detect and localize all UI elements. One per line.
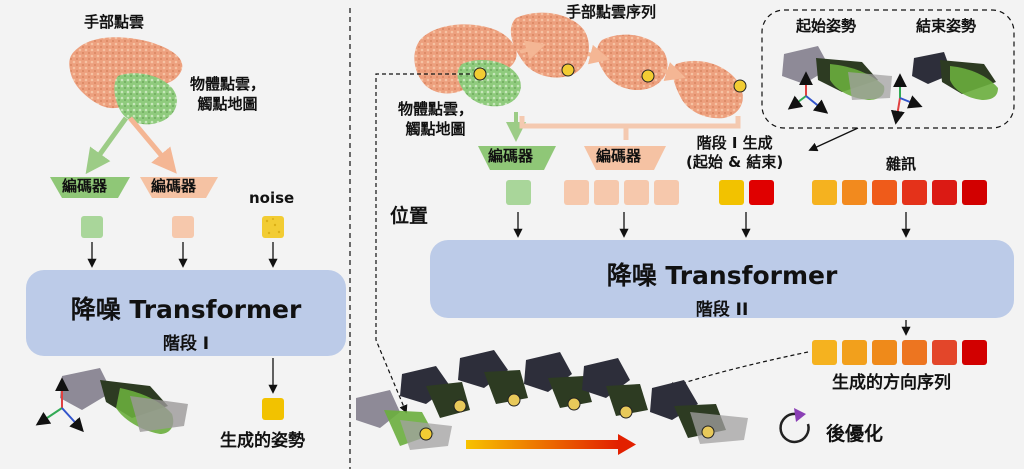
- encoder-shape-right: [140, 177, 218, 198]
- end-pose-hand: [912, 52, 998, 100]
- post-optimization-label: 後優化: [826, 423, 884, 445]
- noise-token-4: [902, 180, 927, 205]
- generated-pose-label: 生成的姿勢: [220, 431, 305, 451]
- left-object-cloud-label: 物體點雲， 觸點地圖: [190, 75, 266, 114]
- noise-token-1: [812, 180, 837, 205]
- trajectory-gradient-arrow: [466, 440, 618, 449]
- transformer-stage-2-sub: 階段 II: [695, 300, 749, 320]
- stage1-generation-label: 階段 I 生成 (起始 & 結束): [686, 134, 784, 171]
- arrow-hand-to-encoder: [128, 116, 177, 174]
- left-robot-hand: [60, 368, 188, 434]
- transformer-stage-2-title: 降噪 Transformer: [606, 261, 838, 290]
- end-token: [749, 180, 774, 205]
- transformer-stage-1: 降噪 Transformer 階段 I: [26, 270, 346, 356]
- noise-label-right: 雜訊: [886, 155, 917, 173]
- hand-sequence-cloud-2: [596, 34, 668, 91]
- noise-token-5: [932, 180, 957, 205]
- generated-pose-token: [262, 398, 284, 420]
- left-hand-cloud-label: 手部點雲: [84, 13, 145, 31]
- generated-orientation-sequence-label: 生成的方向序列: [832, 373, 951, 393]
- start-pose-label: 起始姿勢: [796, 17, 857, 35]
- right-encoder-label-2: 編碼器: [596, 147, 642, 165]
- encoder-shape-right-panel-1: [478, 146, 556, 170]
- left-hand-point-cloud: [69, 37, 183, 125]
- hand-sequence-cloud-3: [673, 60, 747, 119]
- noise-token-6: [962, 180, 987, 205]
- encoder-shape-right-panel-2: [584, 146, 666, 170]
- position-label: 位置: [390, 205, 429, 227]
- object-token-right: [506, 180, 531, 205]
- encoder-shape-left: [50, 177, 130, 198]
- hand-token: [172, 216, 194, 238]
- left-encoder-label-2: 編碼器: [151, 177, 197, 195]
- trajectory-hands: [356, 350, 748, 450]
- transformer-stage-1-sub: 階段 I: [162, 334, 210, 354]
- hand-sequence-label: 手部點雲序列: [566, 3, 657, 21]
- start-pose-hand: [782, 46, 892, 100]
- position-dashed-arrow: [375, 73, 470, 414]
- pose-box: [761, 9, 1015, 129]
- transformer-stage-1-title: 降噪 Transformer: [70, 295, 302, 324]
- arrow-object-to-encoder: [85, 116, 129, 175]
- end-pose-label: 結束姿勢: [916, 17, 977, 35]
- noise-token-2: [842, 180, 867, 205]
- start-token: [719, 180, 744, 205]
- object-token: [81, 216, 103, 238]
- noise-token-3: [872, 180, 897, 205]
- hand-sequence-cloud-1: [510, 12, 589, 78]
- right-encoder-label-1: 編碼器: [488, 147, 534, 165]
- right-object-cloud-label: 物體點雲， 觸點地圖: [398, 100, 474, 138]
- noise-label: noise: [249, 189, 295, 207]
- refresh-icon: [779, 408, 810, 444]
- transformer-stage-2: 降噪 Transformer 階段 II: [430, 240, 1014, 320]
- left-encoder-label-1: 編碼器: [62, 177, 108, 195]
- right-object-cloud: [414, 24, 521, 107]
